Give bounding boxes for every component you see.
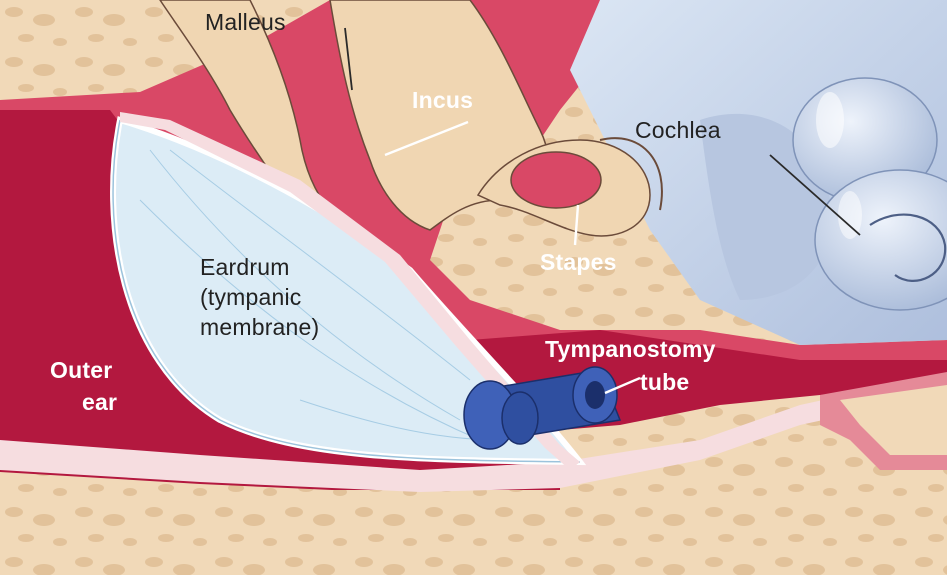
cochlea-label: Cochlea xyxy=(635,117,721,143)
incus-label: Incus xyxy=(412,87,473,113)
outer-ear-label-line2: ear xyxy=(82,389,117,415)
outer-ear-label-line1: Outer xyxy=(50,357,112,383)
tympanostomy-label-line1: Tympanostomy xyxy=(545,336,716,362)
tympanostomy-label-line2: tube xyxy=(640,369,689,395)
eardrum-label-line2: (tympanic xyxy=(200,284,302,310)
stapes-label: Stapes xyxy=(540,249,617,275)
malleus-label: Malleus xyxy=(205,9,286,35)
eardrum-label-line1: Eardrum xyxy=(200,254,290,280)
eardrum-label-line3: membrane) xyxy=(200,314,319,340)
